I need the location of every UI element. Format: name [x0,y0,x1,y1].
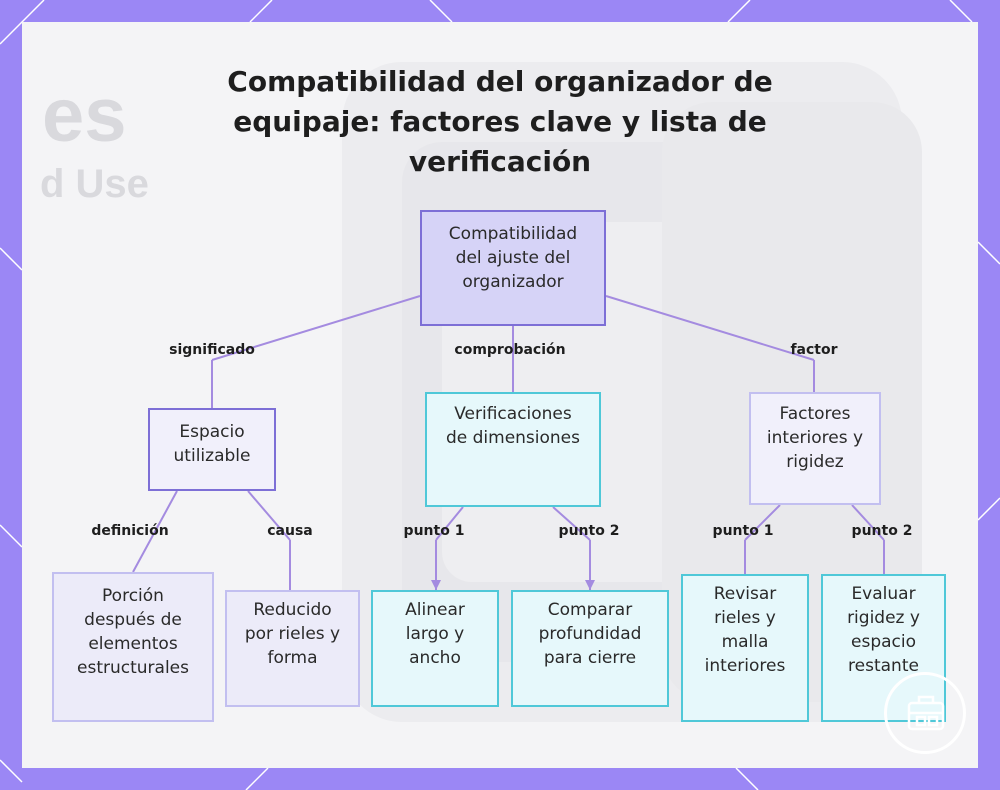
edge-label-punto-1-b: punto 1 [713,523,774,539]
leaf-porcion-despues: Porción después de elementos estructural… [52,572,214,722]
node-factores-interiores: Factores interiores y rigidez [749,392,881,505]
edge-label-factor: factor [790,342,837,358]
leaf-revisar-rieles: Revisar rieles y malla interiores [681,574,809,722]
edge-label-definicion: definición [91,523,168,539]
edge-label-comprobacion: comprobación [454,342,565,358]
root-node: Compatibilidad del ajuste del organizado… [420,210,606,326]
leaf-comparar-profundidad: Comparar profundidad para cierre [511,590,669,707]
edge-label-punto-2-b: punto 2 [852,523,913,539]
leaf-alinear-largo: Alinear largo y ancho [371,590,499,707]
edge-label-punto-1-a: punto 1 [404,523,465,539]
edge-label-punto-2-a: punto 2 [559,523,620,539]
node-verificaciones-dimensiones: Verificaciones de dimensiones [425,392,601,507]
edge-label-causa: causa [267,523,313,539]
edge-label-significado: significado [169,342,255,358]
luggage-icon [884,672,966,754]
leaf-reducido-rieles: Reducido por rieles y forma [225,590,360,707]
node-espacio-utilizable: Espacio utilizable [148,408,276,491]
